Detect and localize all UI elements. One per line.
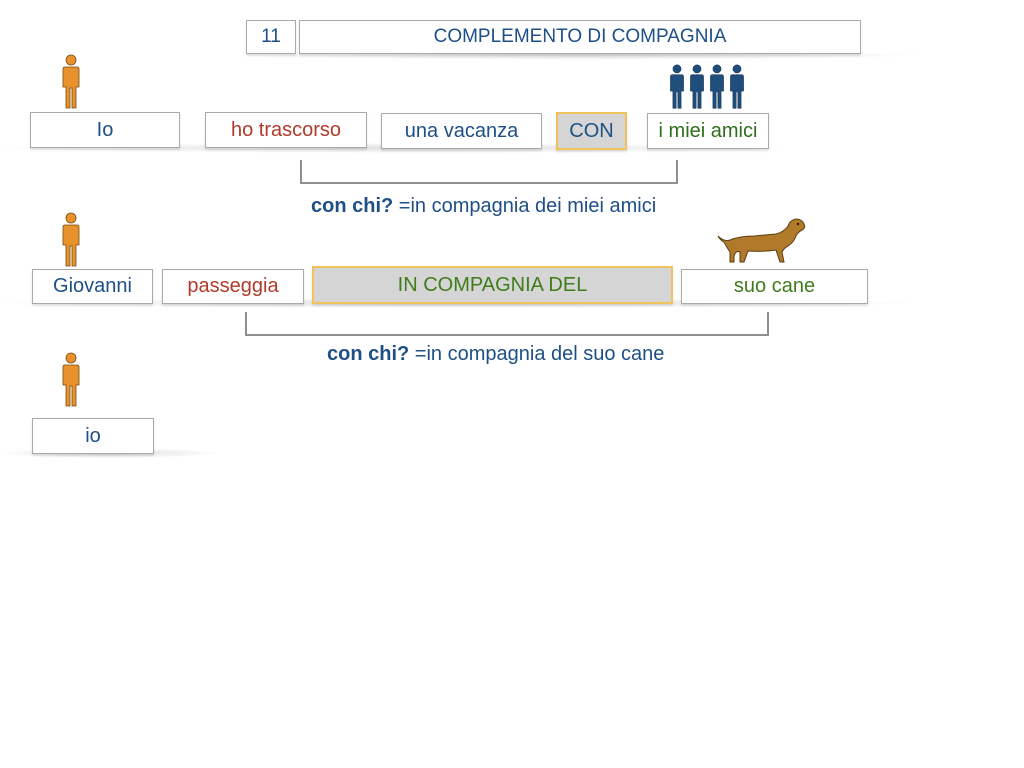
- dog-icon: [717, 218, 806, 263]
- slide-title: COMPLEMENTO DI COMPAGNIA: [299, 20, 861, 54]
- person-icon: [60, 212, 82, 268]
- subject-box: io: [32, 418, 154, 454]
- subject-box: Io: [30, 112, 180, 148]
- question-strong: con chi?: [327, 343, 410, 365]
- question-line: con chi? =in compagnia del suo cane: [327, 343, 664, 366]
- person-icon: [60, 54, 82, 110]
- complement-box: suo cane: [681, 269, 868, 304]
- question-strong: con chi?: [311, 195, 394, 217]
- complement-box: i miei amici: [647, 113, 769, 149]
- question-bracket: [245, 312, 769, 336]
- verb-box: passeggia: [162, 269, 304, 304]
- group-icon: [668, 64, 748, 110]
- question-answer: =in compagnia dei miei amici: [398, 195, 657, 217]
- object-box: una vacanza: [381, 113, 542, 149]
- header-shadow: [240, 50, 920, 60]
- verb-box: ho trascorso: [205, 112, 367, 148]
- preposition-box: CON: [556, 112, 627, 150]
- subject-box: Giovanni: [32, 269, 153, 304]
- preposition-box: IN COMPAGNIA DEL: [312, 266, 673, 304]
- slide-number: 11: [246, 20, 296, 54]
- question-bracket: [300, 160, 678, 184]
- question-answer: =in compagnia del suo cane: [414, 343, 665, 365]
- person-icon: [60, 352, 82, 408]
- question-line: con chi? =in compagnia dei miei amici: [311, 195, 656, 218]
